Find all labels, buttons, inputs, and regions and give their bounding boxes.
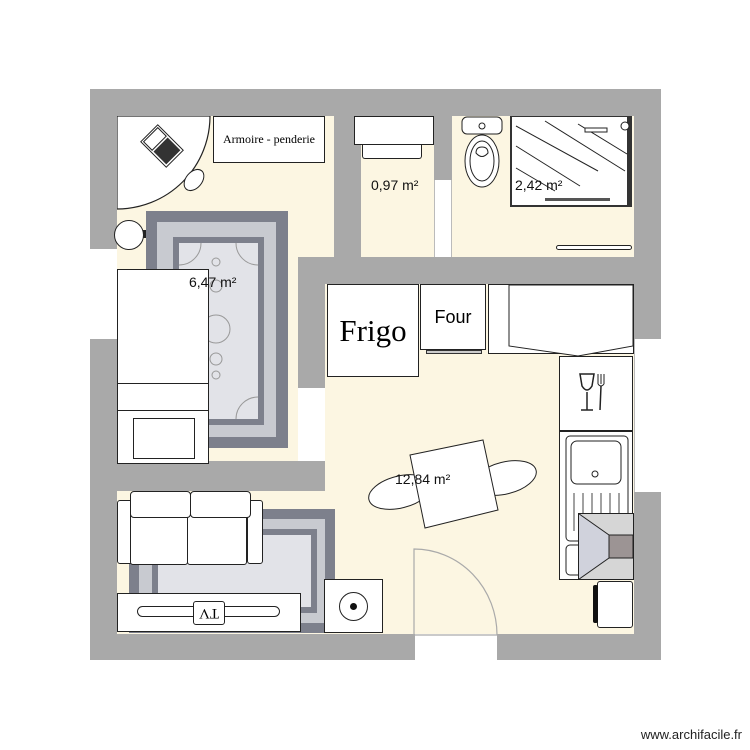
washing-machine [597,581,633,628]
sofa-seat-right [187,511,247,565]
interior-wall-bedroom-bottom [90,461,325,491]
bed-pillow [133,418,195,459]
wc-area-label: 0,97 m² [371,177,419,193]
right-window[interactable] [634,339,661,492]
bedroom-door-opening[interactable] [298,388,325,461]
wc-sink-basin [362,145,422,159]
tv-label: TV [199,605,219,622]
living-area-label: 12,84 m² [395,471,451,487]
fridge-label: Frigo [339,312,407,348]
sofa-arm-right [247,500,263,564]
towel-rail [556,245,632,250]
fridge: Frigo [327,284,419,377]
oven-handle [426,350,482,354]
speaker-dot [350,603,357,610]
glass-fork-icon [579,373,605,411]
entry-door[interactable] [413,548,499,636]
oven: Four [420,284,486,350]
watermark: www.archifacile.fr [640,727,742,742]
bedroom-area-label: 6,47 m² [189,274,237,290]
sofa-back-right [190,491,251,518]
tv-label-box: TV [193,601,225,625]
cooktop [578,513,634,580]
toilet-icon [461,116,503,188]
dish-cabinet [559,356,633,431]
entry-door-opening[interactable] [415,634,497,660]
desk-corner [117,116,211,210]
bed-headboard-line [117,410,209,411]
bedroom-rug-pattern [179,243,258,419]
bathroom-area-label: 2,42 m² [515,177,563,193]
sofa-seat-left [130,511,188,565]
oven-label: Four [434,306,472,327]
bed [117,269,209,464]
dining-table [368,439,537,529]
lamp-icon [114,220,144,250]
wc-door-opening[interactable] [434,180,452,257]
lamp-switch [143,230,147,238]
range-hood [508,284,634,356]
wardrobe: Armoire - penderie [213,116,325,163]
desk-chair [183,168,205,192]
wardrobe-label: Armoire - penderie [223,132,315,146]
laptop-icon [140,130,141,131]
wc-sink [354,116,434,145]
washing-machine-door [593,585,598,623]
shower-icon [510,116,632,207]
sofa [117,491,265,569]
sofa-back-left [130,491,191,518]
left-window[interactable] [90,249,117,339]
bed-blanket-line [117,383,209,384]
